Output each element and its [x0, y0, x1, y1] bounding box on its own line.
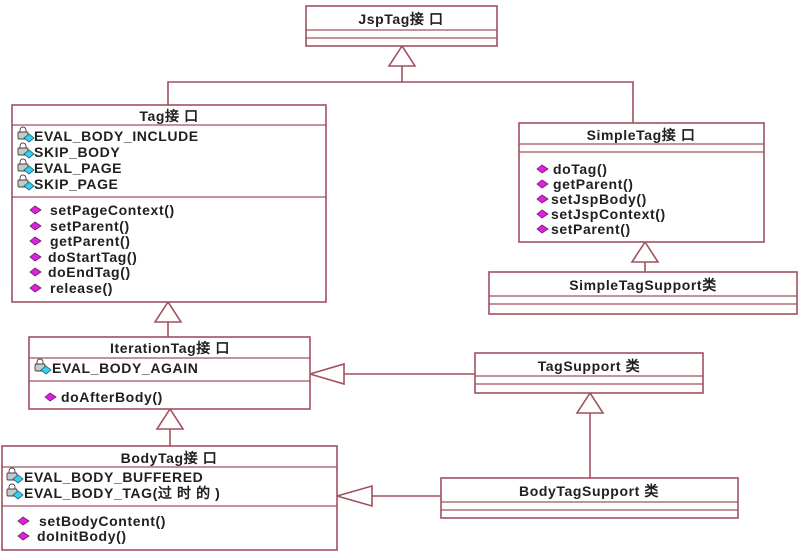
inheritance-arrow-iterationtag	[155, 407, 185, 430]
method-row: getParent()	[536, 176, 634, 192]
method-row: setJspBody()	[536, 191, 647, 207]
svg-text:doStartTag(): doStartTag()	[48, 249, 137, 265]
class-iterationtag[interactable]: IterationTag接 口 EVAL_BODY_AGAIN doAfterB…	[28, 336, 311, 410]
class-bodytag[interactable]: BodyTag接 口 EVAL_BODY_BUFFERED EVAL_BODY_…	[1, 445, 338, 551]
edge-simpletag-to-jsptag	[402, 81, 634, 123]
attribute-row: EVAL_BODY_INCLUDE	[17, 126, 199, 144]
svg-text:EVAL_BODY_TAG(过 时 的 ): EVAL_BODY_TAG(过 时 的 )	[24, 485, 220, 501]
class-simpletagsupport[interactable]: SimpleTagSupport类	[488, 271, 798, 315]
attribute-row: EVAL_BODY_TAG(过 时 的 )	[6, 483, 220, 501]
svg-text:setPageContext(): setPageContext()	[50, 202, 175, 218]
method-row: setBodyContent()	[17, 513, 166, 529]
svg-text:EVAL_BODY_AGAIN: EVAL_BODY_AGAIN	[52, 360, 198, 376]
method-row: doAfterBody()	[44, 389, 163, 405]
inheritance-arrow-tag	[153, 300, 183, 323]
class-jsptag[interactable]: JspTag接 口	[305, 5, 498, 47]
inheritance-arrow-jsptag	[387, 44, 417, 67]
class-title: JspTag接 口	[358, 11, 443, 27]
method-row: setJspContext()	[536, 206, 666, 222]
svg-text:setJspBody(): setJspBody()	[551, 191, 647, 207]
inheritance-arrow-simpletag	[630, 240, 660, 263]
generalization-edges	[153, 44, 660, 508]
method-row: setParent()	[29, 218, 130, 234]
attribute-row: EVAL_PAGE	[17, 158, 122, 176]
class-title: BodyTagSupport 类	[519, 483, 659, 499]
class-title: SimpleTagSupport类	[569, 277, 717, 293]
inheritance-arrow-bodytag	[334, 484, 373, 508]
edge-tag-to-jsptag	[167, 66, 403, 105]
class-title: IterationTag接 口	[110, 340, 230, 356]
svg-text:SKIP_BODY: SKIP_BODY	[34, 144, 120, 160]
inheritance-arrow-tagsupport	[575, 391, 605, 414]
svg-text:setBodyContent(): setBodyContent()	[39, 513, 166, 529]
method-row: release()	[29, 280, 113, 296]
svg-text:doTag(): doTag()	[553, 161, 607, 177]
class-bodytagsupport[interactable]: BodyTagSupport 类	[440, 477, 739, 519]
class-title: TagSupport 类	[538, 358, 641, 374]
class-tag[interactable]: Tag接 口 EVAL_BODY_INCLUDE SKIP_BODY EVAL_…	[11, 104, 327, 303]
svg-text:setJspContext(): setJspContext()	[551, 206, 666, 222]
attribute-row: SKIP_PAGE	[17, 174, 119, 192]
class-title: SimpleTag接 口	[587, 127, 696, 143]
method-row: setParent()	[536, 221, 631, 237]
method-row: setPageContext()	[29, 202, 175, 218]
svg-text:doEndTag(): doEndTag()	[48, 264, 131, 280]
svg-text:SKIP_PAGE: SKIP_PAGE	[34, 176, 119, 192]
svg-text:setParent(): setParent()	[50, 218, 130, 234]
method-row: doEndTag()	[29, 264, 131, 280]
class-simpletag[interactable]: SimpleTag接 口 doTag() getParent() setJspB…	[518, 122, 765, 243]
svg-text:EVAL_BODY_BUFFERED: EVAL_BODY_BUFFERED	[24, 469, 203, 485]
class-tagsupport[interactable]: TagSupport 类	[474, 352, 704, 394]
svg-text:setParent(): setParent()	[551, 221, 631, 237]
class-title: Tag接 口	[139, 108, 198, 124]
class-title: BodyTag接 口	[121, 450, 218, 466]
attribute-row: EVAL_BODY_BUFFERED	[6, 467, 203, 485]
svg-text:EVAL_PAGE: EVAL_PAGE	[34, 160, 122, 176]
svg-text:EVAL_BODY_INCLUDE: EVAL_BODY_INCLUDE	[34, 128, 199, 144]
svg-text:doInitBody(): doInitBody()	[37, 528, 127, 544]
svg-text:release(): release()	[50, 280, 113, 296]
svg-text:getParent(): getParent()	[50, 233, 131, 249]
svg-text:getParent(): getParent()	[553, 176, 634, 192]
attribute-row: EVAL_BODY_AGAIN	[34, 358, 198, 376]
method-row: doTag()	[536, 161, 607, 177]
svg-text:doAfterBody(): doAfterBody()	[61, 389, 163, 405]
attribute-row: SKIP_BODY	[17, 142, 120, 160]
method-row: doStartTag()	[29, 249, 137, 265]
method-row: getParent()	[29, 233, 131, 249]
inheritance-arrow-iterationtag-side	[307, 362, 345, 386]
method-row: doInitBody()	[17, 528, 127, 544]
